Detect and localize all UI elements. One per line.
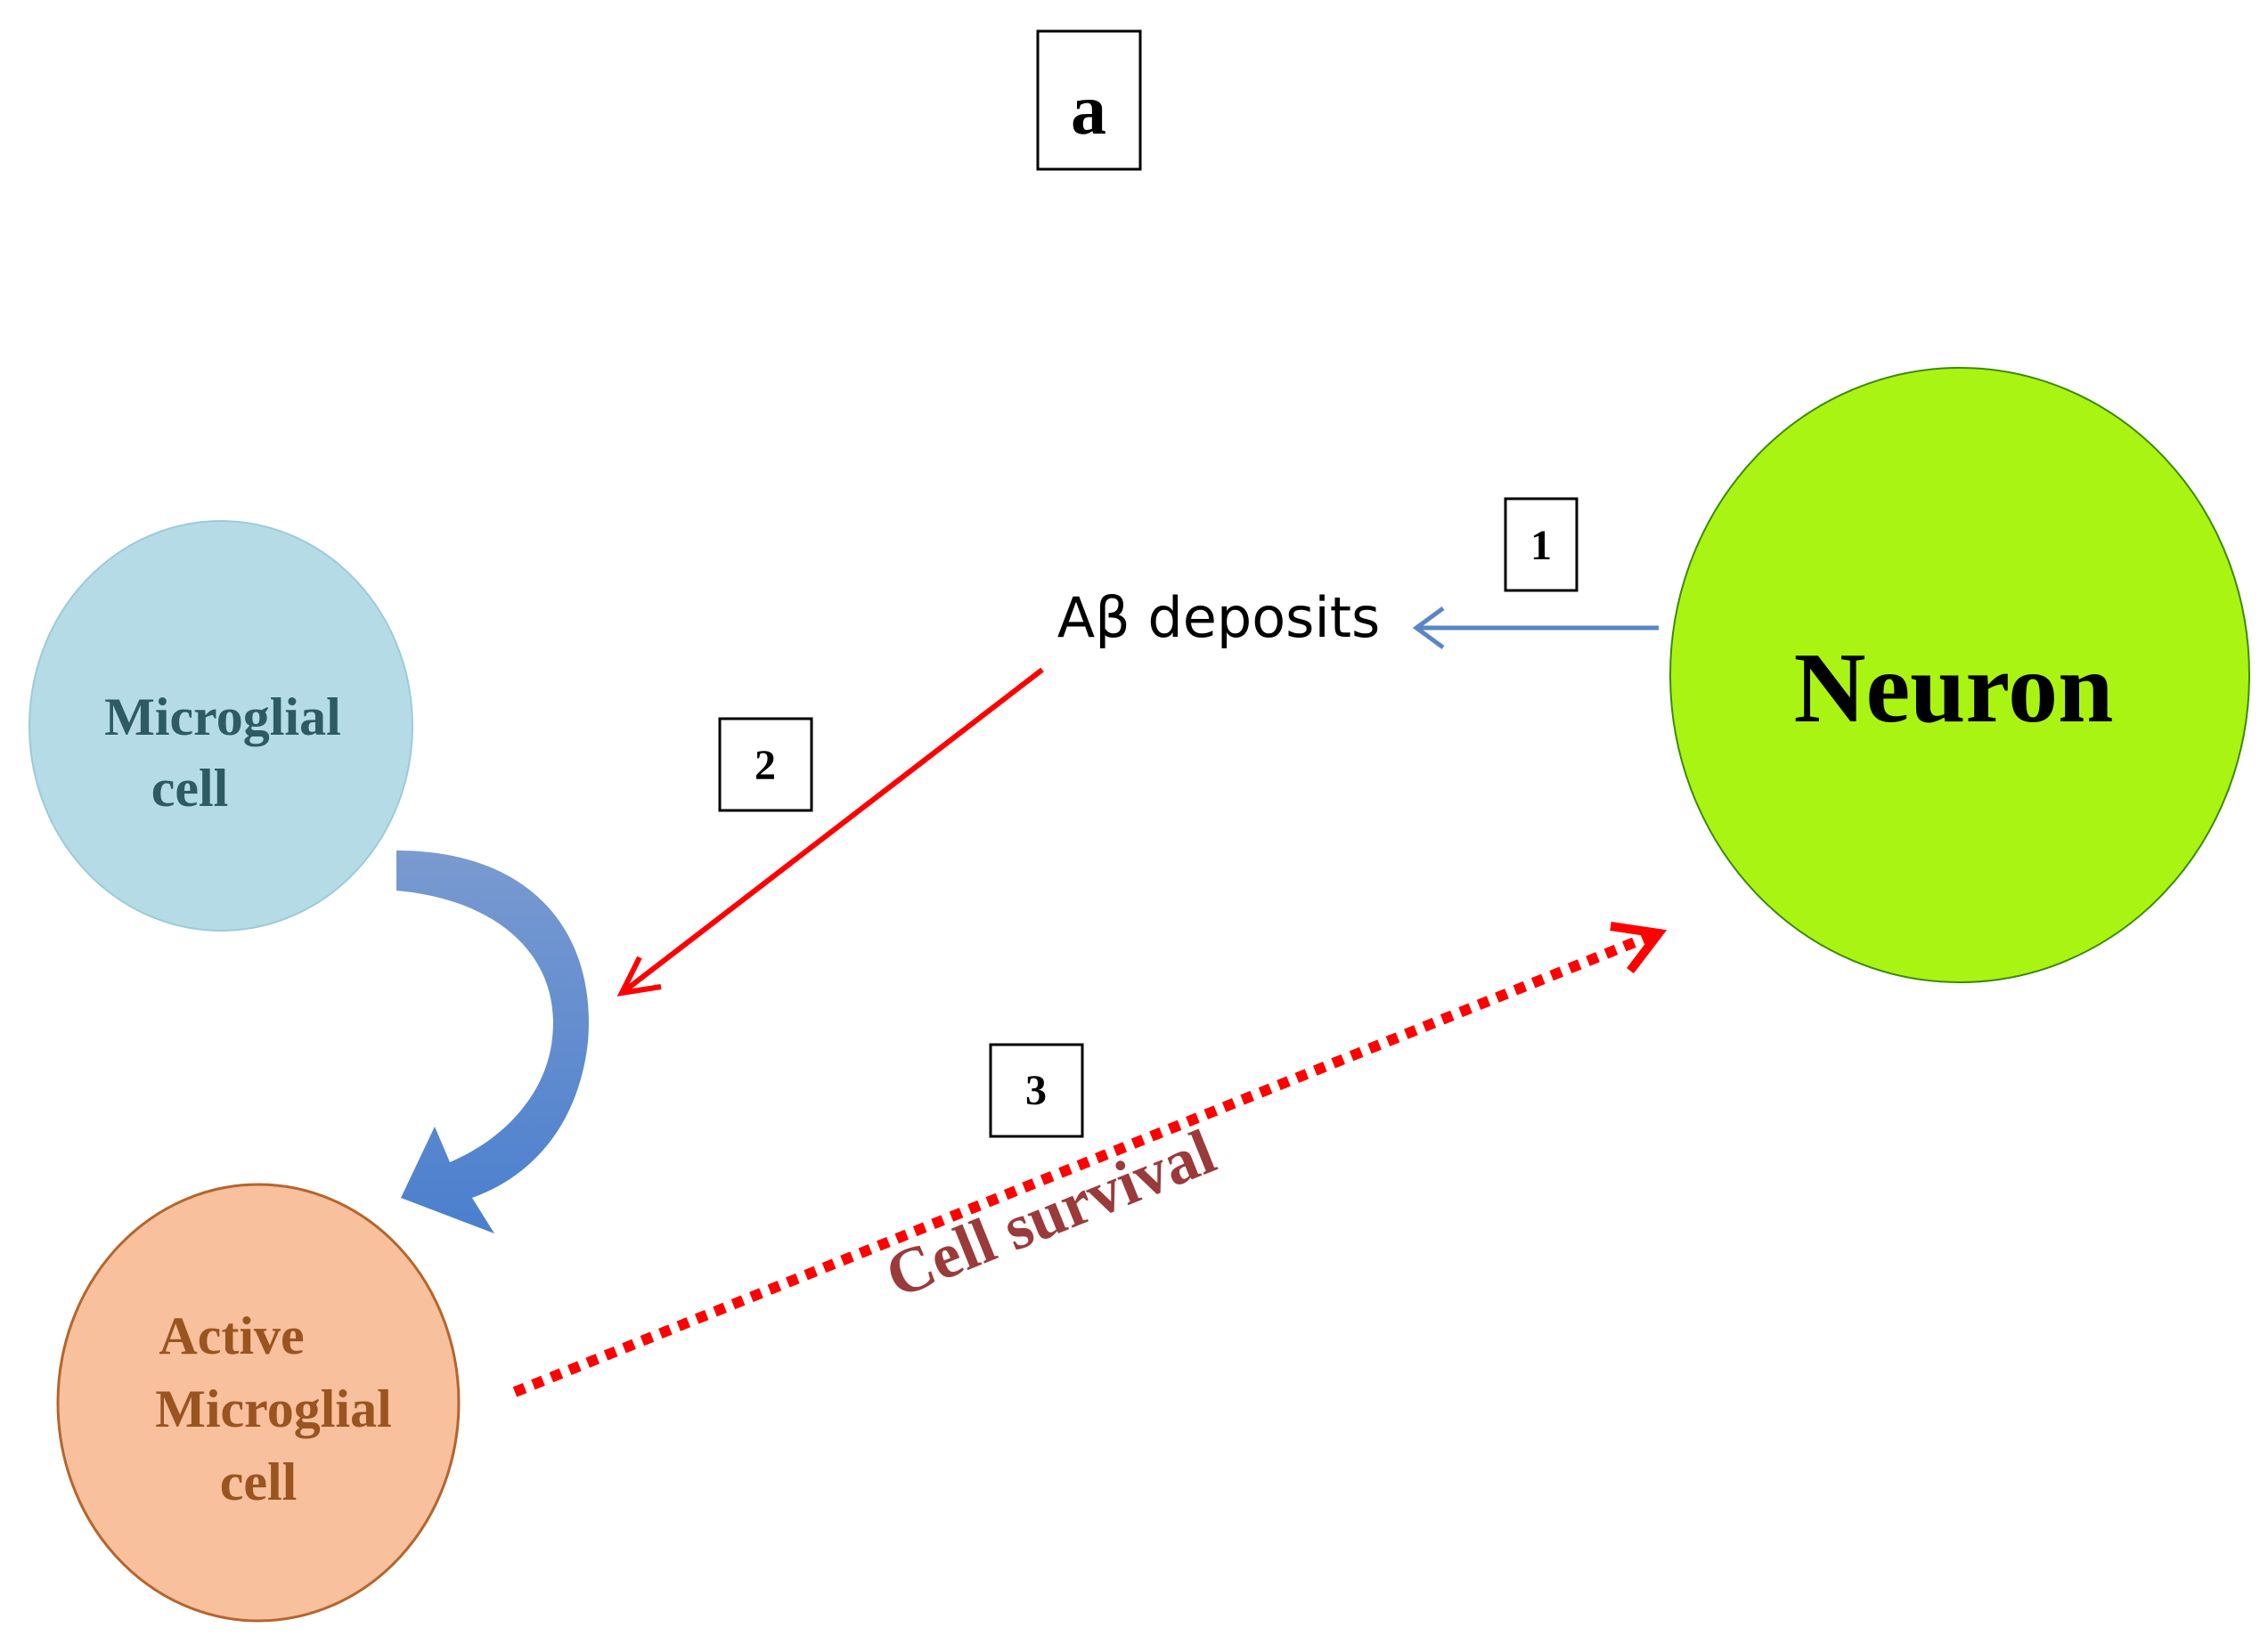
step3-arrow bbox=[512, 922, 1668, 1397]
neuron-node: Neuron bbox=[1669, 367, 2250, 983]
step3-label-box bbox=[989, 1043, 1084, 1138]
step2-label: 2 bbox=[718, 717, 813, 812]
activation-curved-arrow bbox=[396, 850, 589, 1233]
active-microglial-cell-circle bbox=[56, 1183, 461, 1623]
neuron-label: Neuron bbox=[1794, 633, 2114, 744]
step1-label-box bbox=[1504, 497, 1579, 592]
active-microglial-cell-label-line1: Active bbox=[159, 1306, 304, 1365]
panel-label: a bbox=[1036, 29, 1142, 171]
neuron-circle bbox=[1669, 367, 2250, 983]
active-microglial-cell-label-line3: cell bbox=[220, 1453, 298, 1511]
ab-deposits-label: Aβ deposits bbox=[1057, 585, 1381, 650]
cell-survival-label: Cell survival bbox=[876, 1116, 1225, 1312]
step3-arrowhead bbox=[1610, 922, 1668, 974]
step1-label-text: 1 bbox=[1530, 522, 1552, 569]
step3-arrow-line bbox=[512, 930, 1655, 1397]
step1-arrowhead bbox=[1412, 606, 1445, 650]
step2-label-box bbox=[718, 717, 813, 812]
step2-arrowhead bbox=[616, 956, 662, 997]
activation-arrow-body bbox=[396, 850, 589, 1233]
microglial-cell-label-line2: cell bbox=[151, 759, 229, 818]
step3-label-text: 3 bbox=[1025, 1067, 1047, 1114]
step2-arrow-line bbox=[620, 667, 1044, 996]
panel-label-text: a bbox=[1071, 71, 1106, 150]
panel-label-box bbox=[1036, 29, 1142, 171]
step2-label-text: 2 bbox=[755, 742, 776, 789]
microglial-cell-node: Microglial cell bbox=[29, 520, 413, 932]
active-microglial-cell-node: Active Microglial cell bbox=[56, 1183, 461, 1623]
step1-label: 1 bbox=[1504, 497, 1579, 592]
step3-label: 3 bbox=[989, 1043, 1084, 1138]
step1-arrow bbox=[1412, 606, 1659, 650]
microglial-cell-label-line1: Microglial bbox=[104, 688, 341, 746]
step2-arrow bbox=[616, 667, 1044, 997]
microglial-cell-circle bbox=[29, 520, 413, 932]
active-microglial-cell-label-line2: Microglial bbox=[155, 1379, 392, 1438]
